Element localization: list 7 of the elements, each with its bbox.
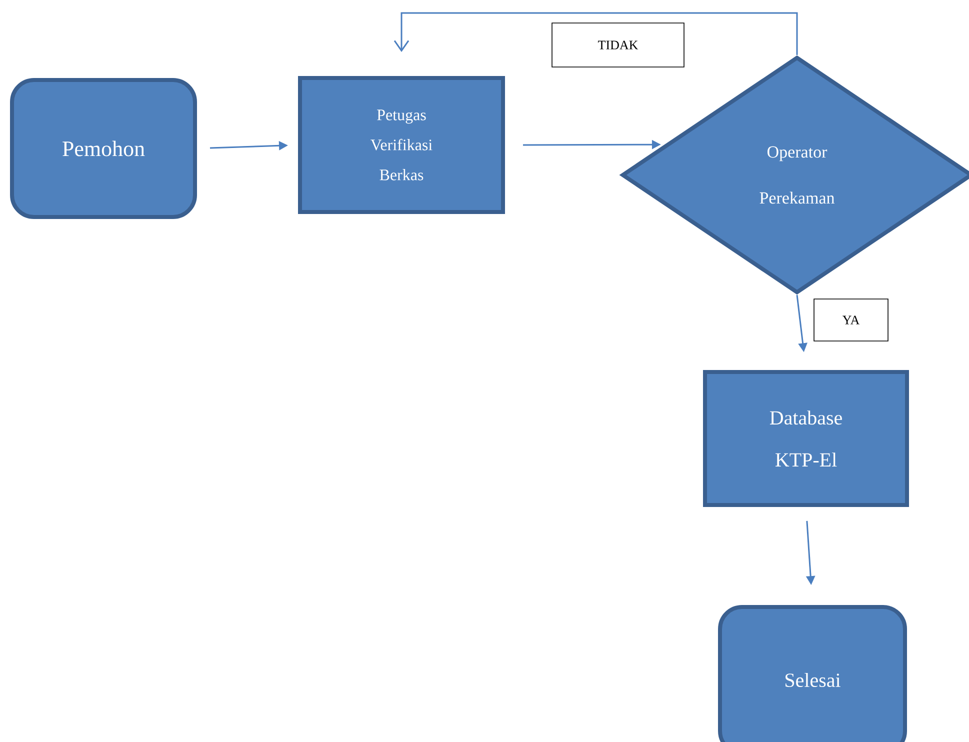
edge-label: TIDAK — [552, 22, 684, 68]
arrow — [394, 12, 798, 55]
process-box: Database KTP-El — [703, 370, 909, 507]
edge-label: YA — [814, 298, 888, 342]
rounded-box: Pemohon — [10, 78, 197, 219]
rounded-box: Selesai — [718, 605, 907, 742]
process-box: Petugas Verifikasi Berkas — [298, 76, 505, 214]
